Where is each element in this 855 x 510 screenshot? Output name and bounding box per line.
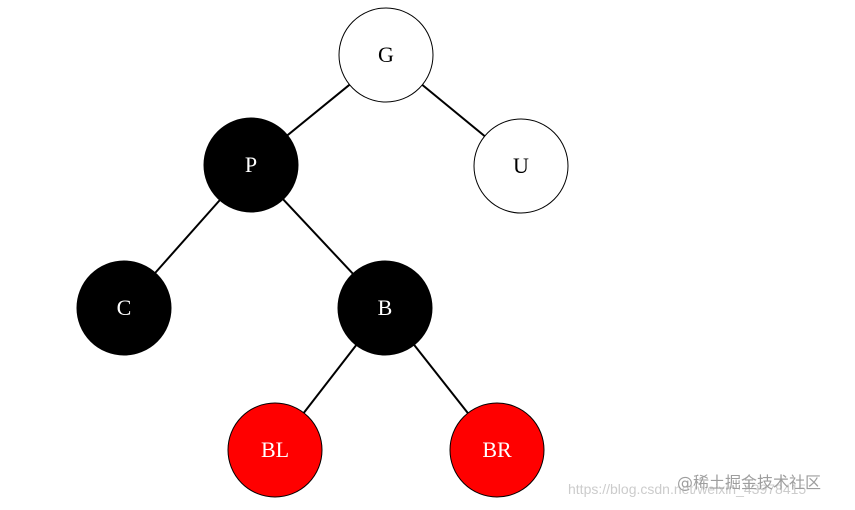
edge-g-u xyxy=(421,84,486,137)
node-g: G xyxy=(338,7,434,103)
edge-p-c xyxy=(154,199,221,274)
watermark-brand: @稀土掘金技术社区 xyxy=(677,473,821,492)
node-circle-b xyxy=(337,260,433,356)
node-circle-bl xyxy=(227,402,323,498)
edge-b-bl xyxy=(302,344,358,414)
node-label-b: B xyxy=(378,295,393,320)
node-circle-g xyxy=(338,7,434,103)
edge-b-br xyxy=(413,344,469,414)
node-label-br: BR xyxy=(482,437,512,462)
edge-g-p xyxy=(286,83,351,137)
node-label-g: G xyxy=(378,42,394,67)
node-br: BR xyxy=(449,402,545,498)
node-circle-p xyxy=(203,117,299,213)
node-label-c: C xyxy=(117,295,132,320)
node-circle-c xyxy=(76,260,172,356)
edge-layer xyxy=(154,83,486,414)
node-bl: BL xyxy=(227,402,323,498)
node-circle-br xyxy=(449,402,545,498)
node-c: C xyxy=(76,260,172,356)
node-label-u: U xyxy=(513,153,529,178)
edge-p-b xyxy=(282,198,354,275)
node-u: U xyxy=(473,118,569,214)
node-b: B xyxy=(337,260,433,356)
watermark-url: https://blog.csdn.net/weixin_43978415 xyxy=(568,481,806,497)
node-layer: G P U C B BL BR xyxy=(76,7,569,498)
node-p: P xyxy=(203,117,299,213)
node-label-bl: BL xyxy=(261,437,289,462)
node-circle-u xyxy=(473,118,569,214)
node-label-p: P xyxy=(245,152,257,177)
